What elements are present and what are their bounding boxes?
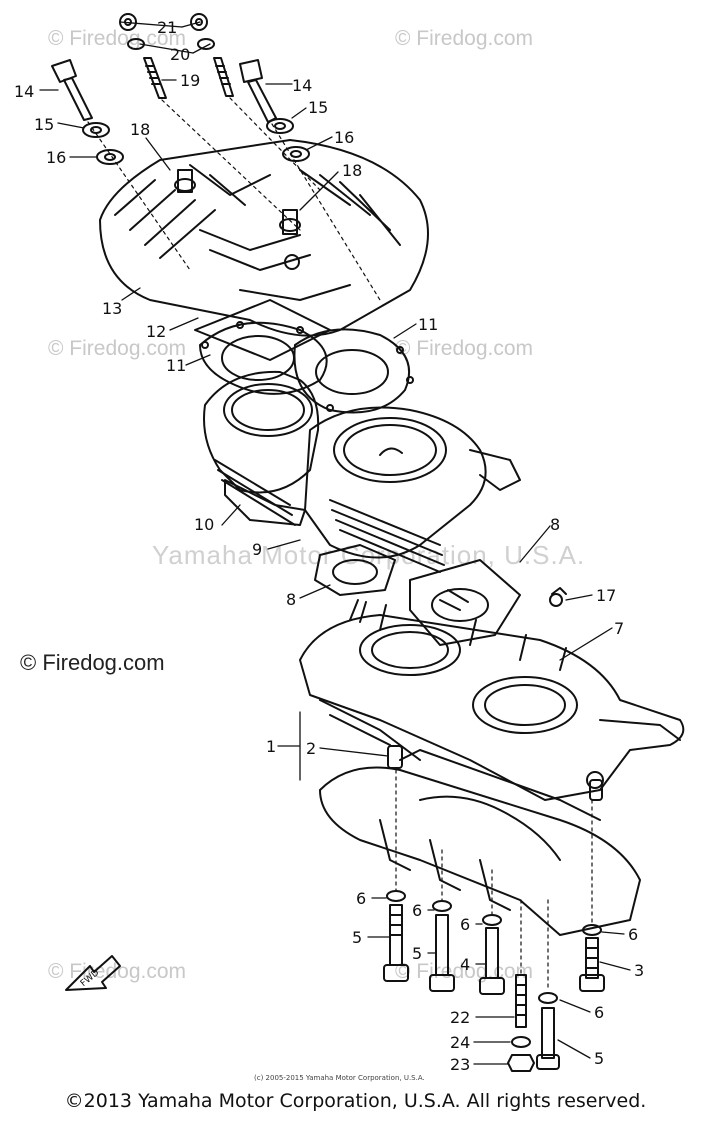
callout-label: 8 [550,515,560,534]
studs [143,57,234,99]
callout-label: 11 [418,315,438,334]
callout-label: 12 [146,322,166,341]
washers [82,118,310,165]
callout-label: 5 [352,928,362,947]
callout-label: 21 [157,18,177,37]
callout-label: 8 [286,590,296,609]
callout-labels: 21 20 19 14 14 15 15 16 16 18 18 13 12 1… [14,18,644,1074]
watermark-firedog: © Firedog.com [395,337,534,360]
callout-label: 15 [308,98,328,117]
callout-label: 5 [594,1049,604,1068]
callout-label: 18 [342,161,362,180]
fwd-arrow-icon [65,955,121,991]
callout-label: 19 [180,71,200,90]
callout-label: 24 [450,1033,470,1052]
footer-copyright: ©2013 Yamaha Motor Corporation, U.S.A. A… [64,1090,647,1112]
callout-label: 2 [306,739,316,758]
callout-label: 9 [252,540,262,559]
callout-label: 23 [450,1055,470,1074]
callout-label: 15 [34,115,54,134]
callout-label: 4 [460,955,470,974]
callout-label: 14 [14,82,34,101]
callout-label: 6 [460,915,470,934]
callout-label: 22 [450,1008,470,1027]
callout-label: 3 [634,961,644,980]
watermark-firedog-dark: © Firedog.com [20,650,165,675]
callout-label: 1 [266,737,276,756]
cylinder-head [99,139,429,337]
watermark-firedog: © Firedog.com [48,337,187,360]
callout-label: 13 [102,299,122,318]
small-copyright: (c) 2005-2015 Yamaha Motor Corporation, … [254,1074,425,1082]
lower-crankcase [319,745,641,936]
callout-label: 16 [46,148,66,167]
callout-label: 14 [292,76,312,95]
callout-label: 16 [334,128,354,147]
callout-label: 10 [194,515,214,534]
watermark-firedog: © Firedog.com [48,960,187,983]
callout-label: 17 [596,586,616,605]
head-bolts [51,59,277,123]
fwd-label: FWD [79,968,102,989]
base-gaskets [314,544,567,646]
watermark-firedog: © Firedog.com [395,27,534,50]
callout-label: 5 [412,944,422,963]
callout-label: 20 [170,45,190,64]
callout-label: 18 [130,120,150,139]
watermark-yamaha: Yamaha Motor Corporation, U.S.A. [152,540,586,570]
cylinders [203,370,521,573]
callout-label: 6 [594,1003,604,1022]
callout-label: 11 [166,356,186,375]
callout-label: 6 [628,925,638,944]
callout-label: 6 [356,889,366,908]
callout-label: 6 [412,901,422,920]
upper-crankcase [299,599,685,801]
head-gaskets [194,299,414,414]
callout-label: 7 [614,619,624,638]
watermark-firedog: © Firedog.com [48,27,187,50]
